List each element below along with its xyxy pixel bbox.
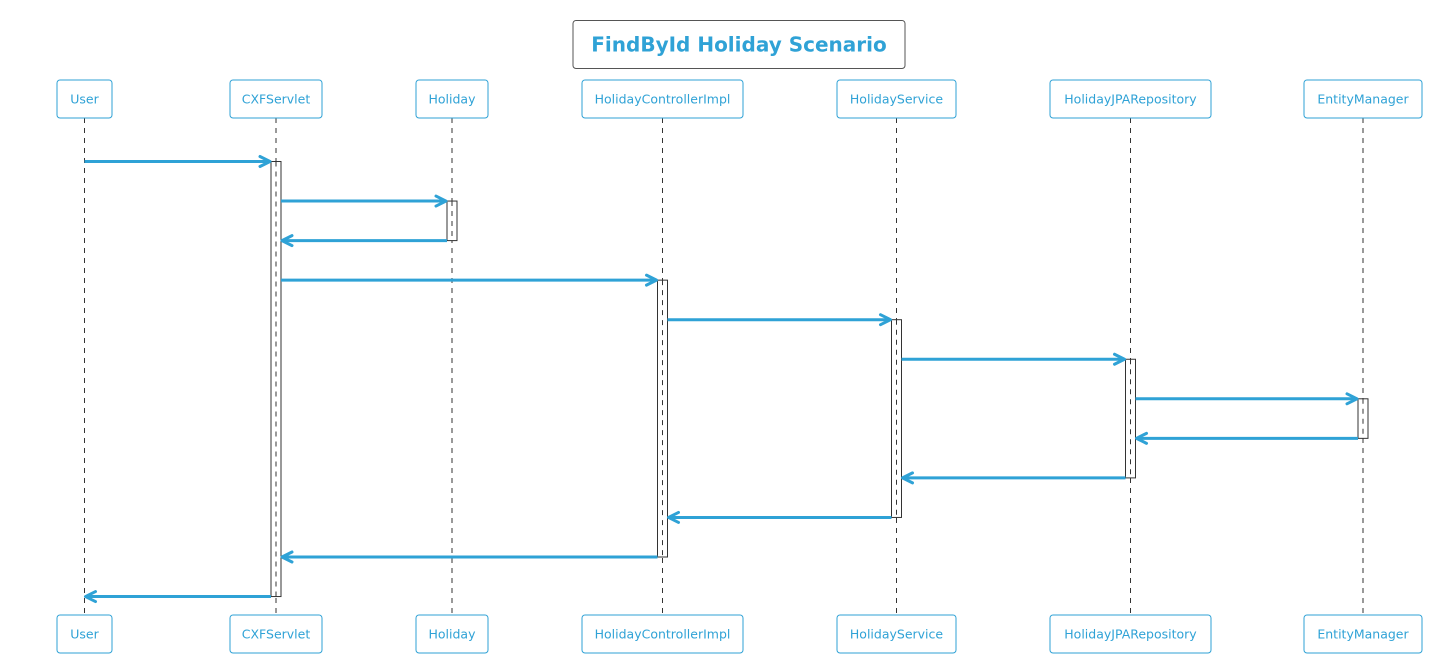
participant-box <box>415 79 489 119</box>
participant-label: CXFServlet <box>242 627 311 642</box>
participant-label: User <box>70 92 99 107</box>
activation-holidayservice <box>891 319 902 518</box>
arrowhead-icon <box>879 313 892 327</box>
diagram-title-group: FindById Holiday Scenario <box>572 20 906 69</box>
participant-cxfservlet-bottom[interactable]: CXFServlet <box>229 614 323 654</box>
participant-entitymanager-top[interactable]: EntityManager <box>1303 79 1423 119</box>
arrowhead-icon <box>84 590 97 604</box>
arrowhead-icon <box>667 510 680 524</box>
message-arrow-2 <box>281 194 448 208</box>
participant-label: HolidayJPARepository <box>1064 92 1197 107</box>
participant-holidayservice-bottom[interactable]: HolidayService <box>836 614 957 654</box>
participant-entitymanager-bottom[interactable]: EntityManager <box>1303 614 1423 654</box>
participant-box <box>1303 614 1423 654</box>
activation-holidayjparepository <box>1125 358 1136 479</box>
message-arrow-7 <box>1135 392 1359 406</box>
message-arrow-5 <box>667 313 892 327</box>
activation-bar <box>270 161 282 598</box>
arrowhead-icon <box>1135 431 1148 445</box>
message-arrow-4 <box>281 273 658 287</box>
activations-layer <box>270 161 1369 598</box>
diagram-title: FindById Holiday Scenario <box>591 33 886 57</box>
participant-label: HolidayJPARepository <box>1064 627 1197 642</box>
messages-layer <box>84 155 1359 604</box>
arrowhead-icon <box>645 273 658 287</box>
participant-user-bottom[interactable]: User <box>56 614 113 654</box>
participant-box <box>56 614 113 654</box>
arrowhead-icon <box>901 471 914 485</box>
arrowhead-icon <box>1113 352 1126 366</box>
activation-holiday <box>446 200 458 242</box>
arrowhead-icon <box>434 194 448 208</box>
message-arrow-12 <box>84 590 271 604</box>
message-arrow-3 <box>280 234 447 248</box>
participant-box <box>229 614 323 654</box>
activation-cxfservlet <box>270 161 282 598</box>
participant-label: Holiday <box>429 92 477 107</box>
participant-label: HolidayControllerImpl <box>595 92 731 107</box>
message-arrow-6 <box>901 352 1126 366</box>
participant-label: HolidayService <box>850 627 943 642</box>
participant-box <box>1303 79 1423 119</box>
participant-label: Holiday <box>429 627 477 642</box>
participant-box <box>581 614 744 654</box>
activation-bar <box>891 319 902 518</box>
participant-box <box>56 79 113 119</box>
participant-holiday-top[interactable]: Holiday <box>415 79 489 119</box>
arrowhead-icon <box>1345 392 1359 406</box>
participant-label: EntityManager <box>1317 627 1409 642</box>
activation-entitymanager <box>1357 398 1369 439</box>
participant-box <box>415 614 489 654</box>
participant-label: HolidayService <box>850 92 943 107</box>
participant-label: HolidayControllerImpl <box>595 627 731 642</box>
title-box <box>572 20 906 69</box>
message-arrow-9 <box>901 471 1126 485</box>
message-arrow-10 <box>667 510 892 524</box>
participant-label: EntityManager <box>1317 92 1409 107</box>
participant-box <box>229 79 323 119</box>
participant-box <box>1049 614 1212 654</box>
activation-holidaycontrollerimpl <box>657 279 668 558</box>
participant-box <box>836 614 957 654</box>
participant-label: CXFServlet <box>242 92 311 107</box>
arrowhead-icon <box>280 550 294 564</box>
participant-box <box>581 79 744 119</box>
arrowhead-icon <box>258 155 272 168</box>
participant-box <box>836 79 957 119</box>
participant-holiday-bottom[interactable]: Holiday <box>415 614 489 654</box>
participant-holidayjparepository-top[interactable]: HolidayJPARepository <box>1049 79 1212 119</box>
participant-user-top[interactable]: User <box>56 79 113 119</box>
message-arrow-8 <box>1135 431 1358 445</box>
participant-holidayjparepository-bottom[interactable]: HolidayJPARepository <box>1049 614 1212 654</box>
participant-holidayservice-top[interactable]: HolidayService <box>836 79 957 119</box>
participants-layer: UserUserCXFServletCXFServletHolidayHolid… <box>56 79 1423 654</box>
arrowhead-icon <box>280 234 294 248</box>
participant-holidaycontrollerimpl-bottom[interactable]: HolidayControllerImpl <box>581 614 744 654</box>
participant-label: User <box>70 627 99 642</box>
message-arrow-1 <box>84 155 272 168</box>
message-arrow-11 <box>280 550 658 564</box>
participant-cxfservlet-top[interactable]: CXFServlet <box>229 79 323 119</box>
participant-box <box>1049 79 1212 119</box>
participant-holidaycontrollerimpl-top[interactable]: HolidayControllerImpl <box>581 79 744 119</box>
